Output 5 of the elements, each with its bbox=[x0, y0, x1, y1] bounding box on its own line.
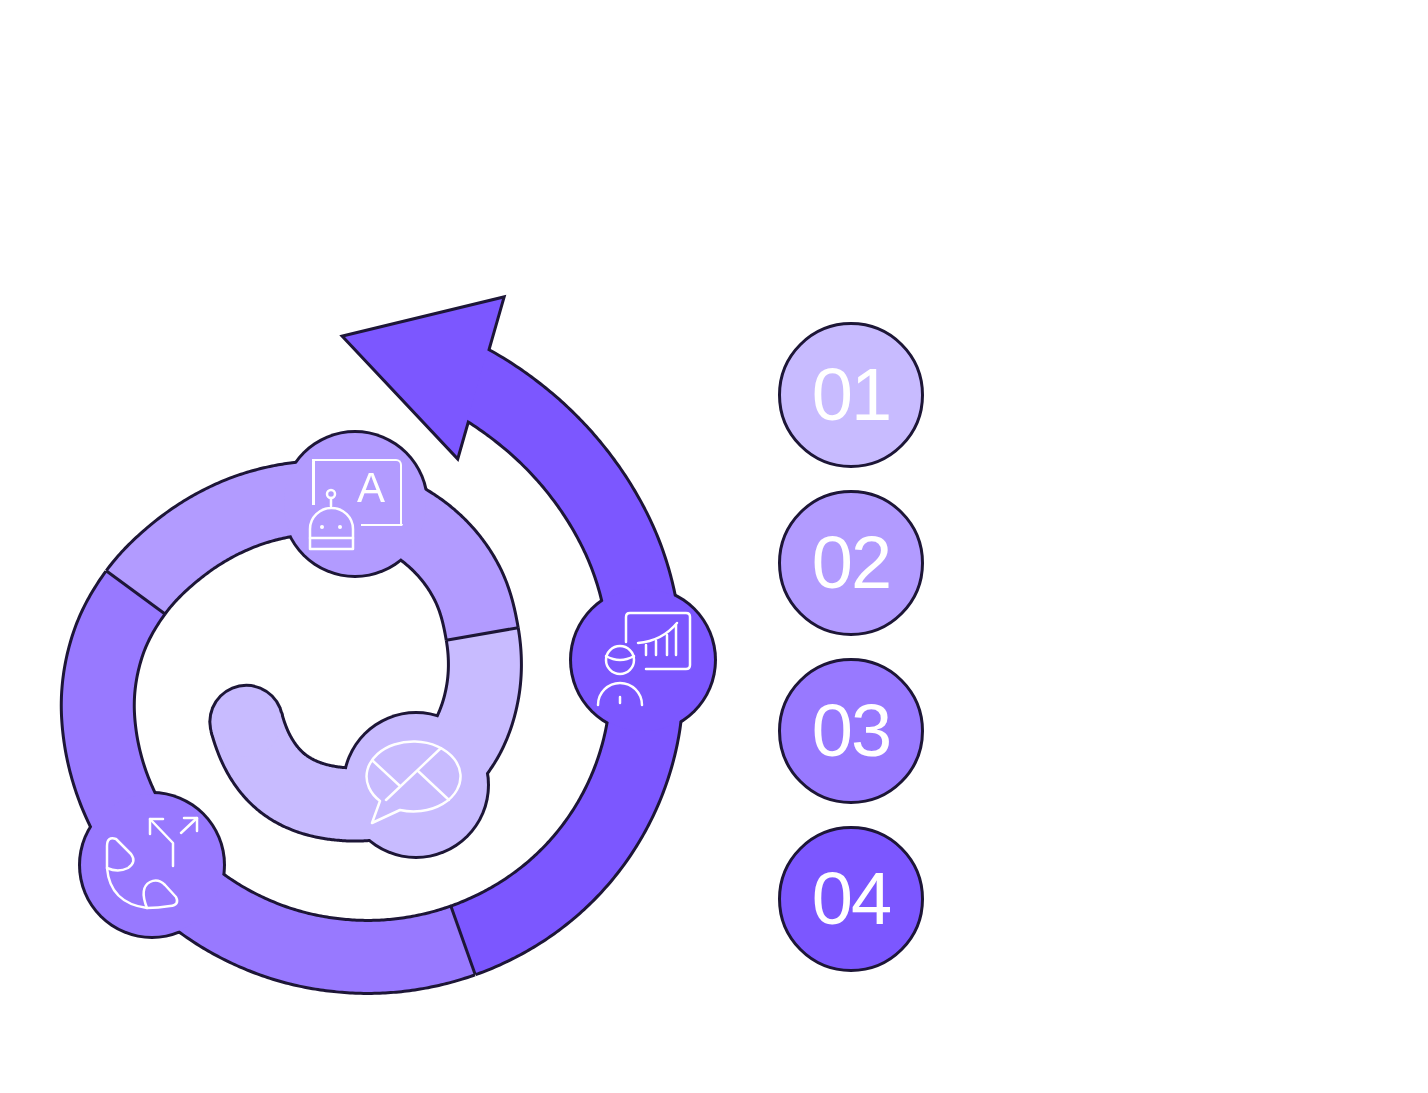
step-number: 03 bbox=[811, 694, 891, 768]
step-number: 04 bbox=[811, 862, 891, 936]
step-number: 02 bbox=[811, 526, 891, 600]
letter-label: A bbox=[357, 467, 385, 509]
step-number: 01 bbox=[811, 358, 891, 432]
